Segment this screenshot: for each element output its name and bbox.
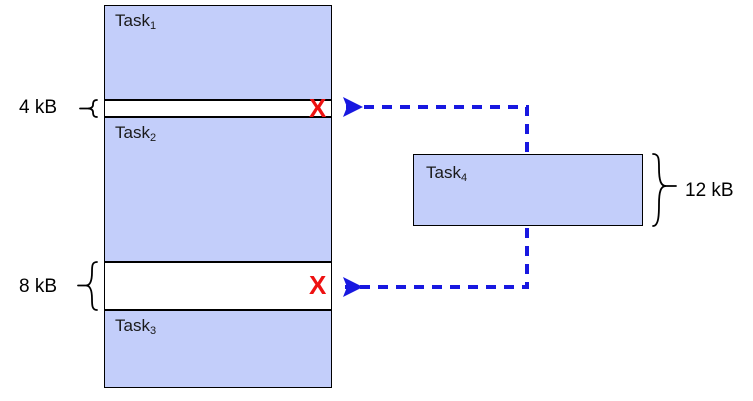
size-label-4kb: 4 kB	[19, 97, 58, 118]
memory-hole-4kb	[104, 100, 332, 117]
memory-segment-task2: Task2	[104, 117, 332, 262]
memory-segment-task3: Task3	[104, 310, 332, 388]
arrow-task4-to-hole-8kb	[343, 228, 529, 297]
reject-x-icon-hole-8kb: X	[309, 270, 327, 300]
brace-12kb	[652, 153, 677, 227]
size-label-8kb: 8 kB	[19, 276, 58, 297]
memory-segment-task2-label: Task2	[115, 123, 157, 144]
size-label-12kb: 12 kB	[685, 180, 734, 201]
reject-x-icon-hole-4kb: X	[309, 93, 327, 123]
incoming-task4-label: Task4	[426, 163, 468, 184]
incoming-task4-box: Task4	[413, 154, 643, 226]
memory-segment-task3-label: Task3	[115, 316, 157, 337]
memory-segment-task1: Task1	[104, 5, 332, 100]
memory-segment-task1-label: Task1	[115, 11, 157, 32]
main-memory-column: Task1 Task2 Task3	[104, 5, 332, 388]
arrow-task4-to-hole-4kb	[343, 97, 529, 152]
brace-4kb	[79, 99, 98, 118]
brace-8kb	[77, 261, 98, 311]
memory-hole-8kb	[104, 262, 332, 310]
